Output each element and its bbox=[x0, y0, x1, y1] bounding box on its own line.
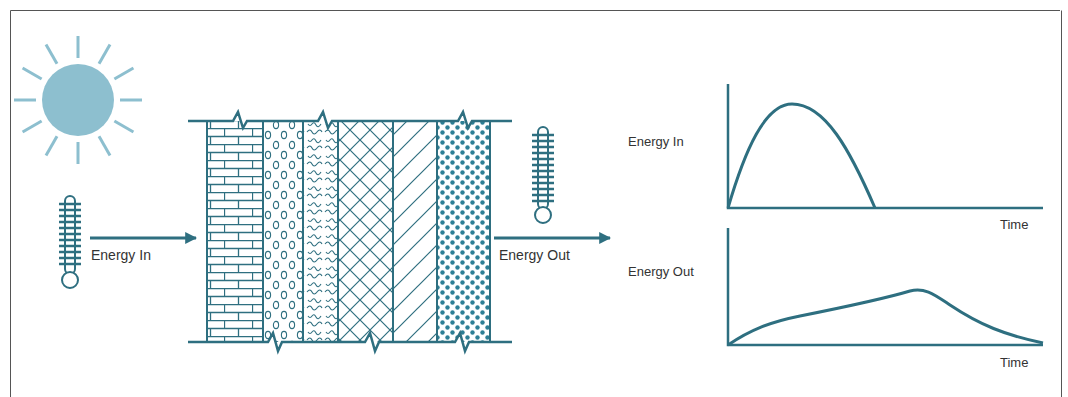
sun-ray bbox=[114, 121, 133, 132]
thermometer-fin bbox=[59, 251, 81, 254]
sun-ray bbox=[120, 99, 142, 102]
energy-out-arrow bbox=[494, 237, 610, 240]
axis-label: Time bbox=[1000, 356, 1028, 370]
chart-axis bbox=[728, 84, 1043, 208]
thermometer-fin bbox=[532, 182, 554, 185]
energy-in-curve bbox=[728, 104, 875, 208]
thermometer-fin bbox=[59, 257, 81, 260]
thermometer-fin bbox=[532, 200, 554, 203]
sun-ray bbox=[114, 68, 133, 79]
flow-label: Energy Out bbox=[499, 248, 570, 263]
thermometer-fin bbox=[532, 152, 554, 155]
dotted-layer bbox=[437, 121, 490, 342]
sun-icon bbox=[14, 36, 142, 164]
thermometer-fin bbox=[532, 164, 554, 167]
gravel-layer bbox=[263, 121, 303, 342]
thermometer-fin bbox=[59, 221, 81, 224]
diagonal-layer bbox=[393, 121, 437, 342]
wall-section bbox=[188, 112, 512, 351]
layer-divider bbox=[207, 121, 490, 342]
axis-label: Energy In bbox=[628, 135, 684, 149]
crosshatch-layer bbox=[338, 121, 393, 342]
thermometer-fin bbox=[59, 203, 81, 206]
sun-ray bbox=[23, 68, 42, 79]
axis-label: Energy Out bbox=[628, 265, 694, 279]
thermometer-fin bbox=[532, 140, 554, 143]
thermometer-fin bbox=[59, 215, 81, 218]
sun-ray bbox=[14, 99, 36, 102]
thermometer-tube bbox=[538, 127, 548, 209]
thermometer-bulb bbox=[62, 272, 78, 288]
flow-label: Energy In bbox=[91, 248, 151, 263]
thermometer-fin bbox=[59, 233, 81, 236]
insulation-layer bbox=[303, 121, 338, 342]
thermometer-fin bbox=[59, 209, 81, 212]
sun-ray bbox=[77, 36, 80, 58]
thermometer-fin bbox=[59, 263, 81, 266]
thermometer-fin bbox=[532, 158, 554, 161]
thermometer-fin bbox=[532, 134, 554, 137]
thermometer-fin bbox=[59, 239, 81, 242]
thermometer-fin bbox=[532, 146, 554, 149]
thermometer-fin bbox=[532, 170, 554, 173]
thermometer-fin bbox=[532, 194, 554, 197]
frame-border bbox=[11, 11, 1062, 397]
thermometer-fin bbox=[59, 227, 81, 230]
sun-ray bbox=[99, 45, 110, 64]
energy-in-arrow bbox=[90, 237, 196, 240]
thermometer-icon bbox=[59, 196, 81, 288]
thermometer-fin bbox=[532, 188, 554, 191]
thermometer-fin bbox=[532, 176, 554, 179]
wall-top-break-line bbox=[188, 112, 512, 128]
energy-out-curve bbox=[728, 290, 1043, 345]
energy-in-chart bbox=[728, 84, 1043, 208]
brick-layer bbox=[207, 121, 263, 342]
thermometer-icon bbox=[532, 127, 554, 223]
wall-bottom-break-line bbox=[188, 333, 512, 351]
thermometer-fin bbox=[59, 245, 81, 248]
sun-ray bbox=[46, 45, 57, 64]
axis-label: Time bbox=[1000, 218, 1028, 232]
sun-ray bbox=[46, 136, 57, 155]
chart-axis bbox=[728, 228, 1043, 345]
sun-ray bbox=[99, 136, 110, 155]
energy-out-chart bbox=[728, 228, 1043, 345]
sun-ray bbox=[23, 121, 42, 132]
sun-ray bbox=[77, 142, 80, 164]
thermometer-bulb bbox=[535, 207, 551, 223]
